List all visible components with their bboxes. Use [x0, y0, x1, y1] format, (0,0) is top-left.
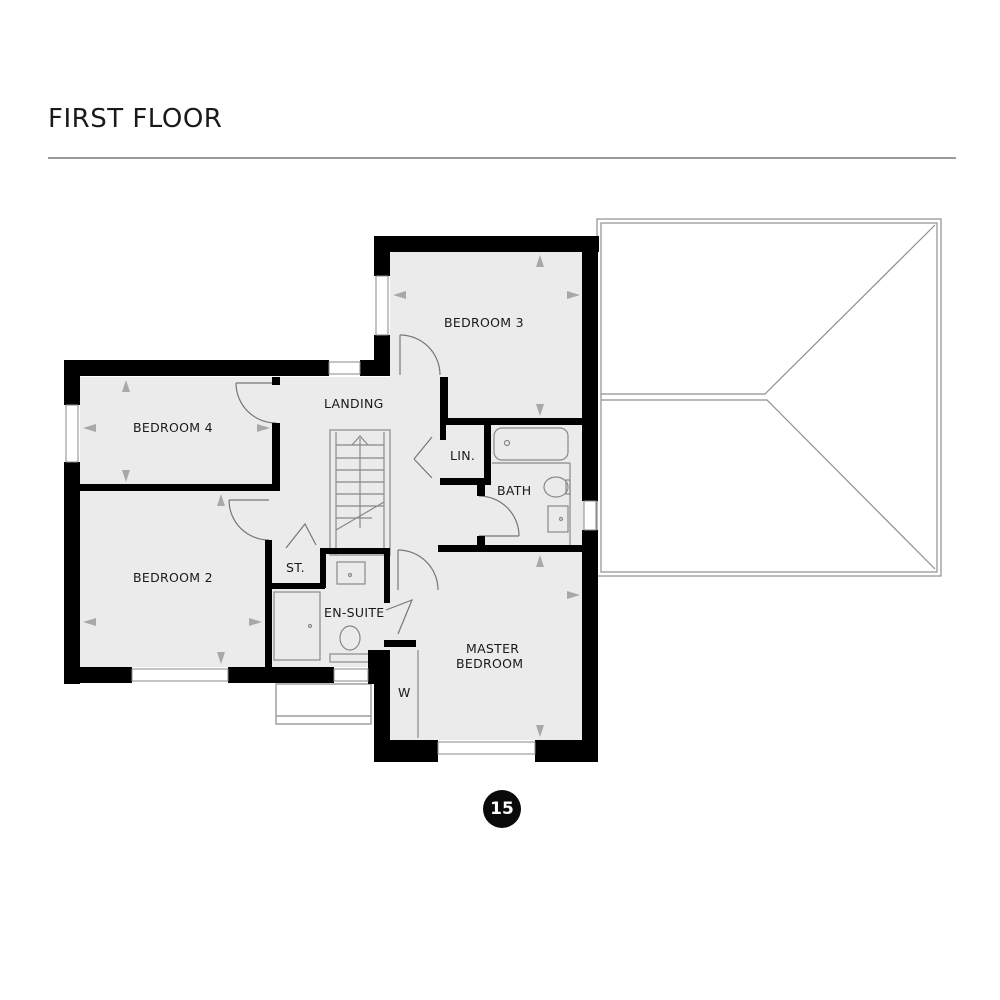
walls — [64, 236, 599, 762]
dimension-arrows — [83, 255, 580, 737]
fixtures — [273, 427, 571, 738]
floor-area — [80, 252, 595, 740]
roof-outline — [596, 218, 942, 577]
room-label-bedroom-2: BEDROOM 2 — [133, 570, 213, 585]
room-label-bedroom-4: BEDROOM 4 — [133, 420, 213, 435]
floor-title: FIRST FLOOR — [48, 104, 223, 134]
room-label-linen: LIN. — [450, 448, 475, 463]
room-label-en-suite: EN-SUITE — [324, 605, 384, 620]
room-label-store: ST. — [286, 560, 305, 575]
room-label-landing: LANDING — [324, 396, 384, 411]
room-label-bath: BATH — [497, 483, 531, 498]
title-divider — [48, 157, 956, 159]
room-label-master-line2: BEDROOM — [456, 656, 523, 671]
room-label-wardrobe: W — [398, 685, 411, 700]
door-swings — [228, 334, 520, 635]
windows — [65, 275, 597, 755]
plot-number-badge: 15 — [483, 790, 521, 828]
room-label-bedroom-3: BEDROOM 3 — [444, 315, 524, 330]
room-label-master-line1: MASTER — [466, 641, 519, 656]
